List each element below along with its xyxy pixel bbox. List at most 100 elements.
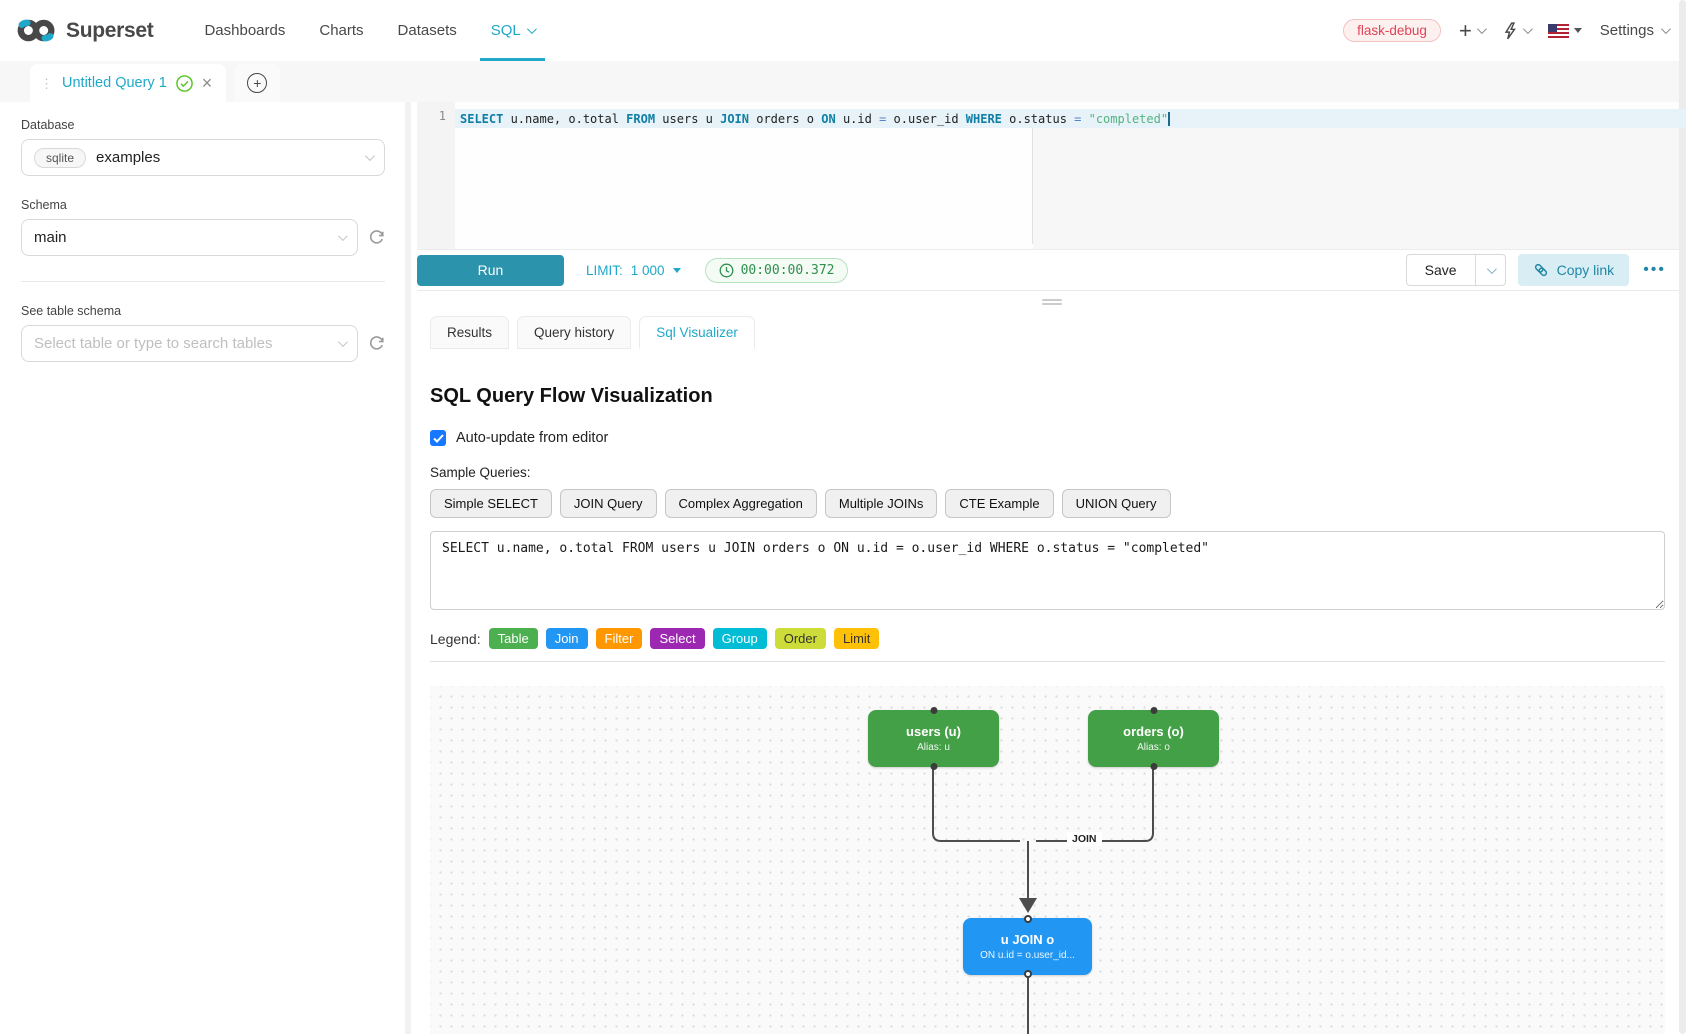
schema-value: main [34, 229, 67, 246]
sql-editor[interactable]: 1 SELECT u.name, o.total FROM users u JO… [417, 102, 1686, 250]
splitter-drag-handle[interactable] [1041, 299, 1062, 307]
plus-icon: + [1458, 17, 1472, 43]
tab-query-history[interactable]: Query history [517, 316, 632, 349]
drag-handle-icon[interactable]: ⋮ [40, 75, 53, 91]
close-tab-icon[interactable]: × [201, 73, 213, 93]
auto-update-checkbox[interactable] [430, 430, 446, 446]
tab-results[interactable]: Results [430, 316, 510, 349]
node-port-icon[interactable] [930, 763, 937, 770]
sample-query-button-join-query[interactable]: JOIN Query [559, 489, 657, 518]
legend-chip-limit: Limit [833, 628, 880, 649]
sql-token: = [879, 111, 894, 126]
node-port-icon[interactable] [1150, 707, 1157, 714]
more-options-icon[interactable]: ••• [1643, 261, 1666, 278]
sql-token: users u [662, 111, 721, 126]
superset-logo[interactable]: Superset [16, 17, 154, 44]
query-timer-badge: 00:00:00.372 [704, 257, 849, 283]
check-circle-icon [175, 74, 193, 92]
nav-item-datasets[interactable]: Datasets [381, 0, 474, 61]
sql-lab-shortcut-menu[interactable] [1502, 21, 1533, 40]
sql-token: u.name, o.total [510, 111, 627, 126]
sql-token: SELECT [460, 111, 511, 126]
sample-query-button-simple-select[interactable]: Simple SELECT [430, 489, 552, 518]
node-port-icon[interactable] [1023, 970, 1032, 978]
legend-chip-table: Table [488, 628, 538, 649]
pane-splitter [417, 291, 1686, 313]
join-node[interactable]: u JOIN o ON u.id = o.user_id... [963, 915, 1092, 978]
language-picker[interactable] [1547, 23, 1582, 38]
chevron-down-icon [1660, 24, 1671, 35]
settings-menu[interactable]: Settings [1599, 22, 1671, 39]
sample-query-button-multiple-joins[interactable]: Multiple JOINs [824, 489, 938, 518]
new-query-tab-button[interactable]: + [234, 64, 281, 102]
diagram-edges [932, 768, 1154, 1034]
navbar-right: flask-debug + Set [1343, 17, 1671, 43]
query-tab-strip: ⋮ Untitled Query 1 × + [0, 61, 1686, 102]
new-item-menu[interactable]: + [1458, 17, 1487, 43]
run-button[interactable]: Run [417, 254, 564, 286]
us-flag-icon [1547, 23, 1569, 38]
nav-item-sql[interactable]: SQL [474, 0, 551, 61]
limit-value: 1 000 [630, 262, 665, 278]
sql-token: o.user_id [893, 111, 966, 126]
tab-sql-visualizer[interactable]: Sql Visualizer [639, 316, 755, 349]
node-port-icon[interactable] [930, 707, 937, 714]
infinity-logo-icon [17, 19, 55, 42]
editor-active-line[interactable]: SELECT u.name, o.total FROM users u JOIN… [455, 109, 1686, 128]
table-node-users[interactable]: users (u) Alias: u [868, 707, 999, 770]
nav-item-charts[interactable]: Charts [302, 0, 380, 61]
sample-query-button-cte-example[interactable]: CTE Example [945, 489, 1054, 518]
sidebar-resize-handle[interactable] [405, 102, 417, 1034]
chevron-down-icon [526, 24, 537, 35]
table-node-orders[interactable]: orders (o) Alias: o [1088, 707, 1219, 770]
text-cursor [1168, 111, 1171, 126]
sql-token: u.id [842, 111, 880, 126]
sql-visualizer-panel: SQL Query Flow Visualization Auto-update… [417, 349, 1686, 1034]
query-flow-diagram[interactable]: JOIN users (u) Alias: u orders (o) Alias… [430, 686, 1665, 1034]
node-port-icon[interactable] [1023, 915, 1032, 923]
refresh-icon[interactable] [368, 335, 385, 352]
line-number: 1 [438, 109, 446, 123]
node-port-icon[interactable] [1150, 763, 1157, 770]
query-tab[interactable]: ⋮ Untitled Query 1 × [30, 64, 227, 102]
chevron-down-icon [1476, 24, 1487, 35]
table-select[interactable]: Select table or type to search tables [21, 325, 358, 362]
settings-label: Settings [1599, 22, 1654, 39]
sample-query-button-complex-aggregation[interactable]: Complex Aggregation [664, 489, 817, 518]
environment-badge: flask-debug [1343, 19, 1441, 42]
print-margin-line [1032, 128, 1033, 244]
node-subtitle: ON u.id = o.user_id... [980, 950, 1075, 961]
nav-item-label: Charts [319, 22, 364, 39]
database-value: examples [96, 149, 161, 166]
save-button[interactable]: Save [1405, 254, 1476, 286]
refresh-icon[interactable] [368, 229, 385, 246]
sql-token: WHERE [965, 111, 1010, 126]
plus-circle-icon: + [247, 73, 268, 93]
node-title: orders (o) [1123, 724, 1184, 739]
chevron-down-icon [337, 231, 348, 242]
copy-link-button[interactable]: Copy link [1517, 254, 1630, 286]
sql-token: = [1074, 111, 1089, 126]
save-options-button[interactable] [1475, 254, 1506, 286]
schema-select[interactable]: main [21, 219, 358, 256]
sql-input-textarea[interactable] [430, 531, 1665, 610]
nav-item-dashboards[interactable]: Dashboards [187, 0, 302, 61]
sample-queries-label: Sample Queries: [430, 465, 531, 480]
sql-token: "completed" [1088, 111, 1169, 126]
table-schema-label: See table schema [21, 304, 122, 318]
editor-code-area[interactable]: SELECT u.name, o.total FROM users u JOIN… [455, 102, 1686, 128]
copy-link-label: Copy link [1556, 262, 1615, 278]
legend-chip-filter: Filter [595, 628, 643, 649]
sample-query-button-union-query[interactable]: UNION Query [1061, 489, 1171, 518]
sql-token: JOIN [720, 111, 757, 126]
limit-dropdown[interactable]: LIMIT: 1 000 [586, 263, 681, 278]
sql-token: ON [821, 111, 843, 126]
page-scrollbar[interactable] [1679, 0, 1686, 1034]
limit-label: LIMIT: [586, 262, 623, 278]
checkmark-icon [432, 433, 444, 443]
database-select[interactable]: sqlite examples [21, 139, 385, 176]
